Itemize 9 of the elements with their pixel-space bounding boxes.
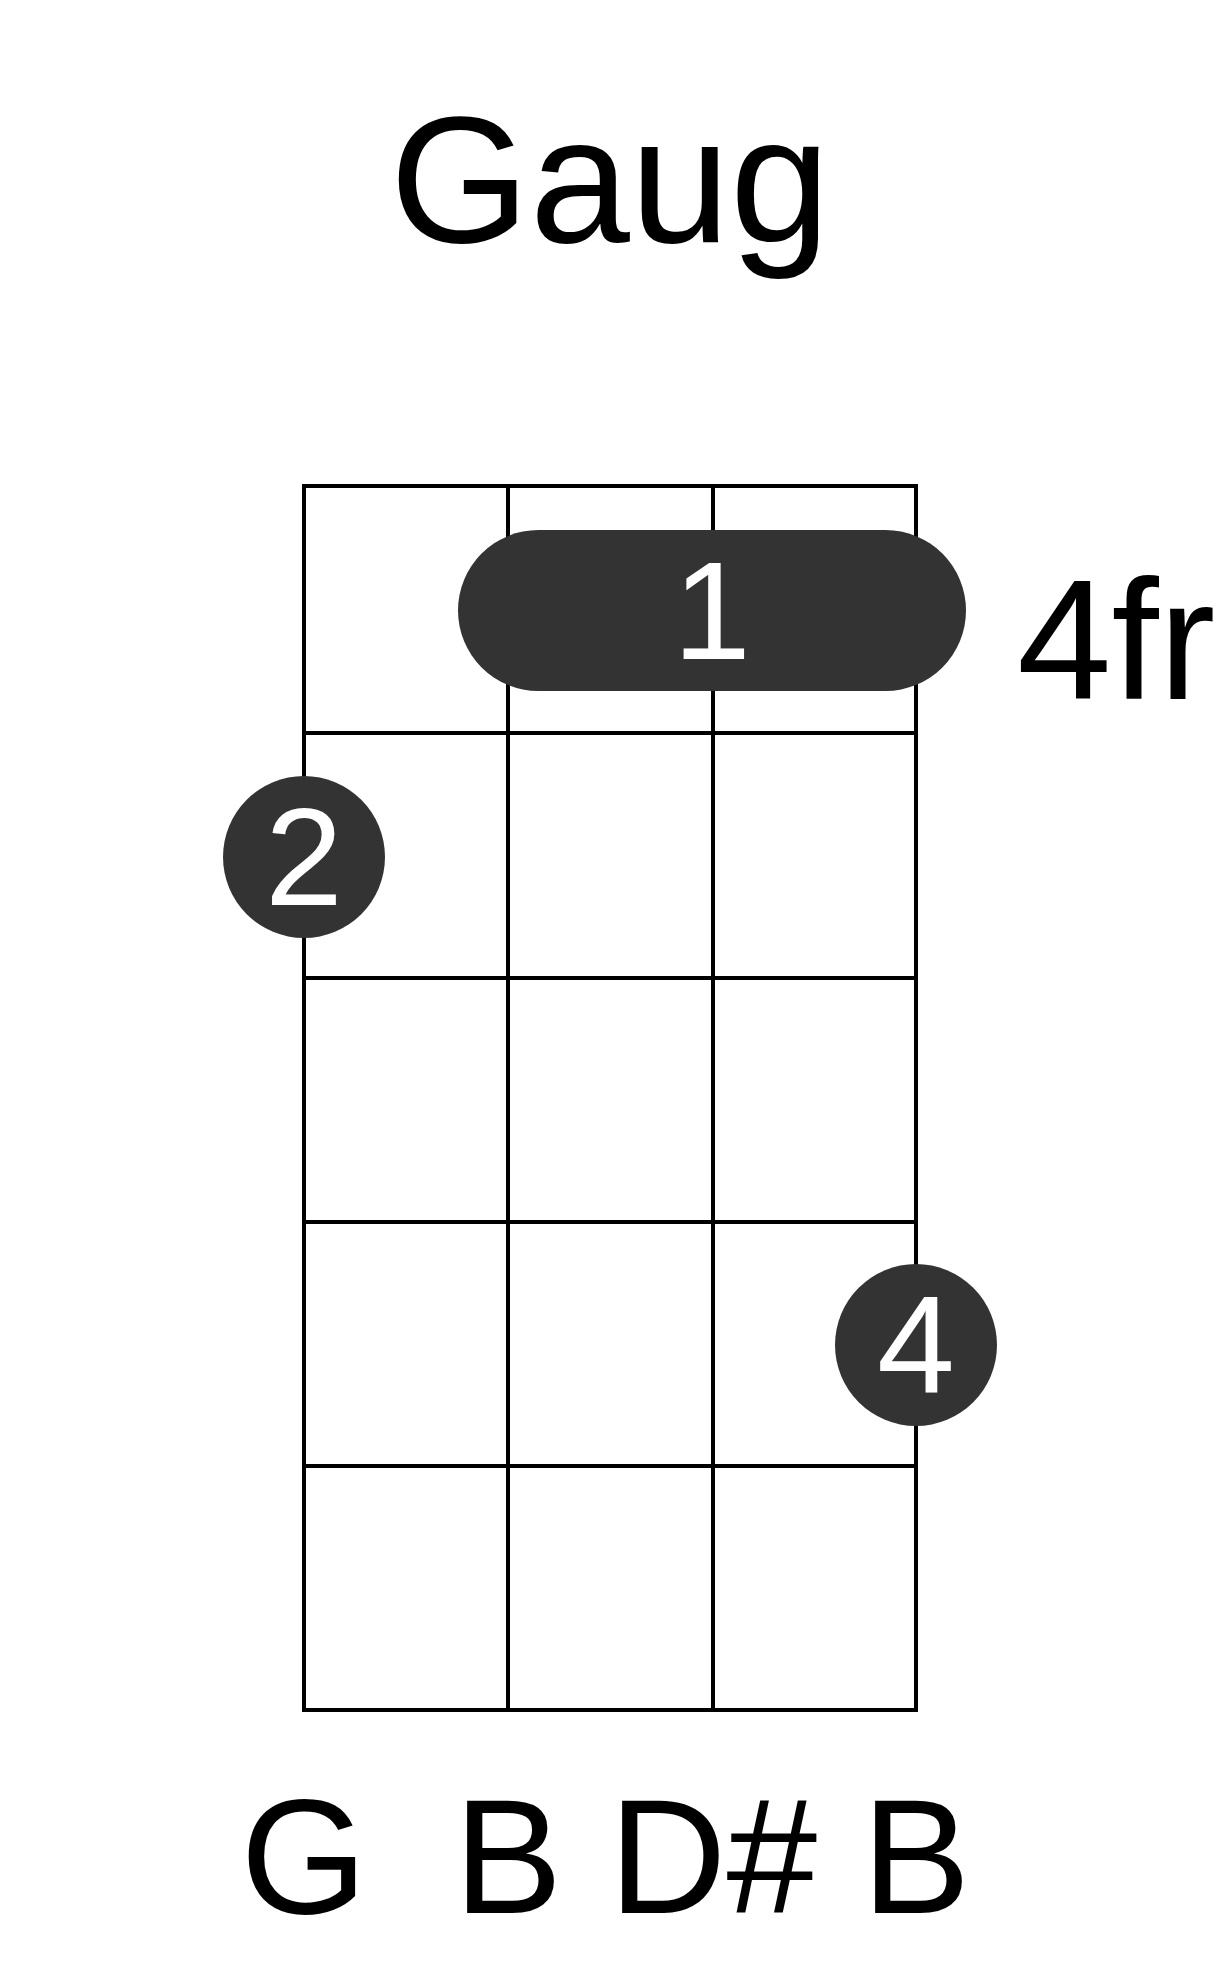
finger-number: 1: [673, 540, 751, 681]
finger-number: 4: [877, 1275, 955, 1415]
finger-number: 2: [265, 787, 343, 927]
chord-title: Gaug: [389, 77, 831, 282]
string-note-label: B: [861, 1763, 971, 1950]
string-note-label: G: [240, 1763, 368, 1950]
fret-number-label: 4fr: [1017, 544, 1216, 738]
string-note-label: D#: [608, 1763, 818, 1950]
string-note-label: B: [453, 1763, 563, 1950]
